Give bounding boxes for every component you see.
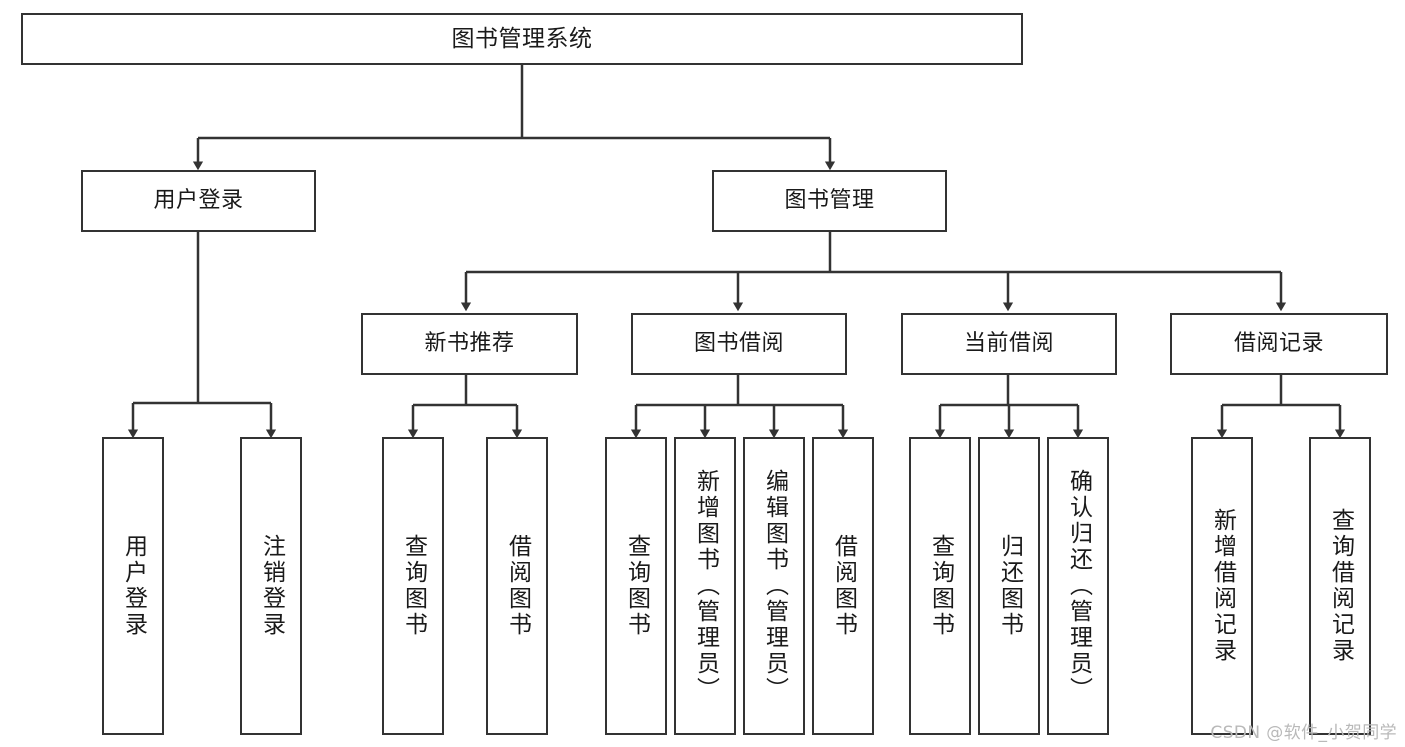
node-label: 图书借阅 — [693, 331, 784, 357]
node-label: 编辑图书（管理员） — [761, 469, 788, 703]
leaf-record-query-borrow-record[interactable]: 查询借阅记录 — [1309, 437, 1371, 735]
leaf-new-book-query-book[interactable]: 查询图书 — [382, 437, 444, 735]
node-label: 注销登录 — [258, 534, 285, 638]
leaf-borrow-borrow-book[interactable]: 借阅图书 — [812, 437, 874, 735]
node-label: 确认归还（管理员） — [1065, 469, 1092, 703]
node-label: 归还图书 — [996, 534, 1023, 638]
node-book-borrow[interactable]: 图书借阅 — [631, 313, 847, 375]
leaf-borrow-add-book-admin[interactable]: 新增图书（管理员） — [674, 437, 736, 735]
node-label: 新增借阅记录 — [1209, 508, 1236, 664]
leaf-borrow-edit-book-admin[interactable]: 编辑图书（管理员） — [743, 437, 805, 735]
leaf-current-return-book[interactable]: 归还图书 — [978, 437, 1040, 735]
leaf-record-add-borrow-record[interactable]: 新增借阅记录 — [1191, 437, 1253, 735]
node-label: 新增图书（管理员） — [692, 469, 719, 703]
node-label: 图书管理系统 — [451, 25, 593, 52]
node-label: 借阅记录 — [1233, 331, 1324, 357]
node-label: 用户登录 — [153, 188, 244, 214]
node-current-borrow[interactable]: 当前借阅 — [901, 313, 1117, 375]
node-borrow-record[interactable]: 借阅记录 — [1170, 313, 1388, 375]
node-book-management[interactable]: 图书管理 — [712, 170, 947, 232]
node-label: 查询图书 — [623, 534, 650, 638]
node-label: 查询借阅记录 — [1327, 508, 1354, 664]
node-label: 用户登录 — [120, 534, 147, 638]
node-label: 借阅图书 — [504, 534, 531, 638]
node-label: 查询图书 — [400, 534, 427, 638]
node-new-book-recommend[interactable]: 新书推荐 — [361, 313, 578, 375]
leaf-current-query-book[interactable]: 查询图书 — [909, 437, 971, 735]
leaf-borrow-query-book[interactable]: 查询图书 — [605, 437, 667, 735]
node-label: 查询图书 — [927, 534, 954, 638]
leaf-new-book-borrow-book[interactable]: 借阅图书 — [486, 437, 548, 735]
leaf-current-confirm-return-admin[interactable]: 确认归还（管理员） — [1047, 437, 1109, 735]
node-book-management-system[interactable]: 图书管理系统 — [21, 13, 1023, 65]
node-label: 当前借阅 — [963, 331, 1054, 357]
leaf-user-login[interactable]: 用户登录 — [102, 437, 164, 735]
node-label: 图书管理 — [784, 188, 875, 214]
node-label: 新书推荐 — [424, 331, 515, 357]
watermark: CSDN @软件_小贺同学 — [1210, 723, 1397, 743]
node-user-login[interactable]: 用户登录 — [81, 170, 316, 232]
leaf-logout[interactable]: 注销登录 — [240, 437, 302, 735]
node-label: 借阅图书 — [830, 534, 857, 638]
